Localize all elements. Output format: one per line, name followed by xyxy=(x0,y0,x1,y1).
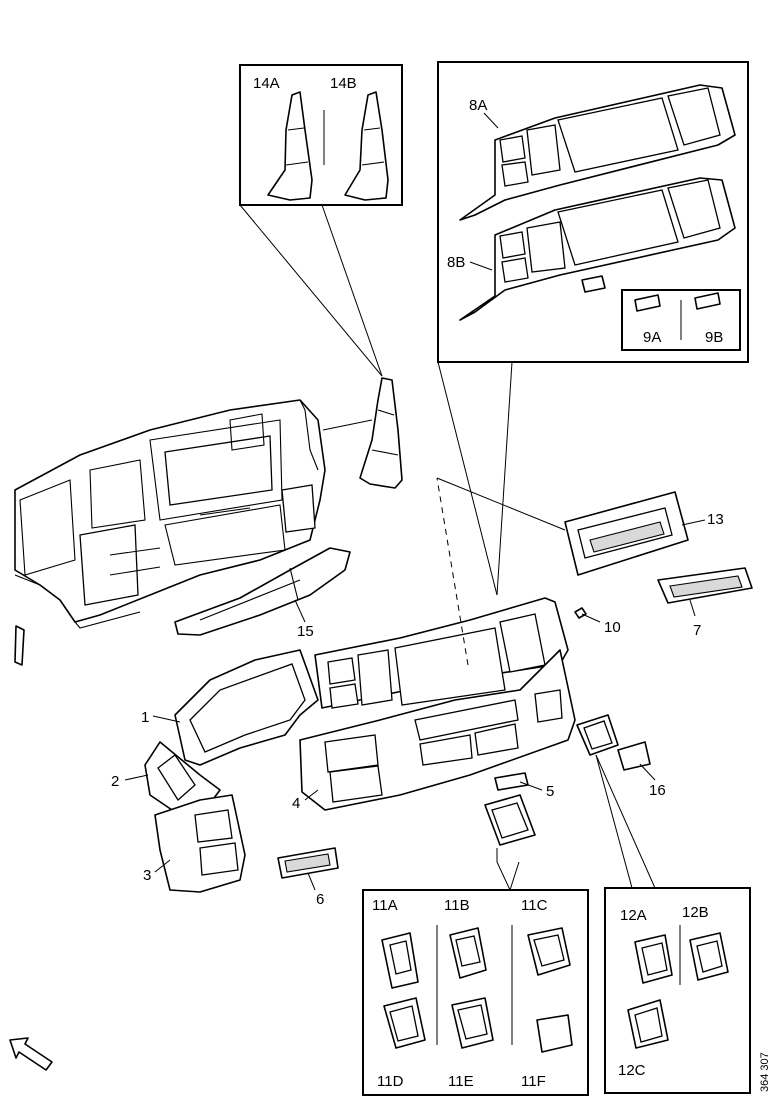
label-11A: 11A xyxy=(372,897,398,914)
label-9A: 9A xyxy=(643,329,661,346)
part-8-center-panel xyxy=(314,597,569,709)
part-1-cluster-hood xyxy=(174,649,319,766)
label-12C: 12C xyxy=(618,1062,646,1079)
label-12A: 12A xyxy=(620,907,647,924)
dashboard-frame xyxy=(14,399,326,629)
label-4: 4 xyxy=(292,795,300,812)
callout-labels: 1 2 3 4 5 6 7 8A 8B 9A 9B 10 11A 11B 11C… xyxy=(111,75,724,1090)
label-10: 10 xyxy=(604,619,621,636)
part-6-switch-box xyxy=(277,847,339,879)
label-14A: 14A xyxy=(253,75,280,92)
label-9B: 9B xyxy=(705,329,723,346)
leader-lines xyxy=(124,204,706,892)
part-7-tray xyxy=(657,567,753,604)
label-11E: 11E xyxy=(448,1073,474,1090)
part-2-bezel xyxy=(144,741,221,813)
label-11B: 11B xyxy=(444,897,470,914)
label-16: 16 xyxy=(649,782,666,799)
label-11C: 11C xyxy=(521,897,548,914)
part-4-lower-panel xyxy=(299,649,576,811)
part-16-cover xyxy=(617,741,651,771)
label-2: 2 xyxy=(111,773,119,790)
part-12-vent xyxy=(576,714,619,756)
label-11D: 11D xyxy=(377,1073,404,1090)
reference-number: 364 307 xyxy=(759,1052,771,1092)
label-5: 5 xyxy=(546,783,554,800)
part-15-trim xyxy=(174,547,351,636)
inset-11 xyxy=(362,889,589,1096)
inset-12 xyxy=(604,887,751,1094)
clip-part xyxy=(14,625,25,666)
part-5-cover xyxy=(494,772,529,791)
label-13: 13 xyxy=(707,511,724,528)
label-14B: 14B xyxy=(330,75,357,92)
part-14-bracket xyxy=(359,377,403,489)
arrow-icon xyxy=(9,1037,53,1071)
label-8A: 8A xyxy=(469,97,487,114)
part-3-console xyxy=(154,794,246,893)
label-3: 3 xyxy=(143,867,151,884)
label-11F: 11F xyxy=(521,1073,546,1090)
inset-14 xyxy=(239,64,403,206)
inset-8 xyxy=(437,61,749,363)
label-6: 6 xyxy=(316,891,324,908)
label-1: 1 xyxy=(141,709,149,726)
part-13-panel xyxy=(564,491,689,576)
label-8B: 8B xyxy=(447,254,465,271)
part-11-unit xyxy=(484,794,536,846)
label-15: 15 xyxy=(297,623,314,640)
label-7: 7 xyxy=(693,622,701,639)
part-10-clip xyxy=(574,607,587,619)
label-12B: 12B xyxy=(682,904,709,921)
